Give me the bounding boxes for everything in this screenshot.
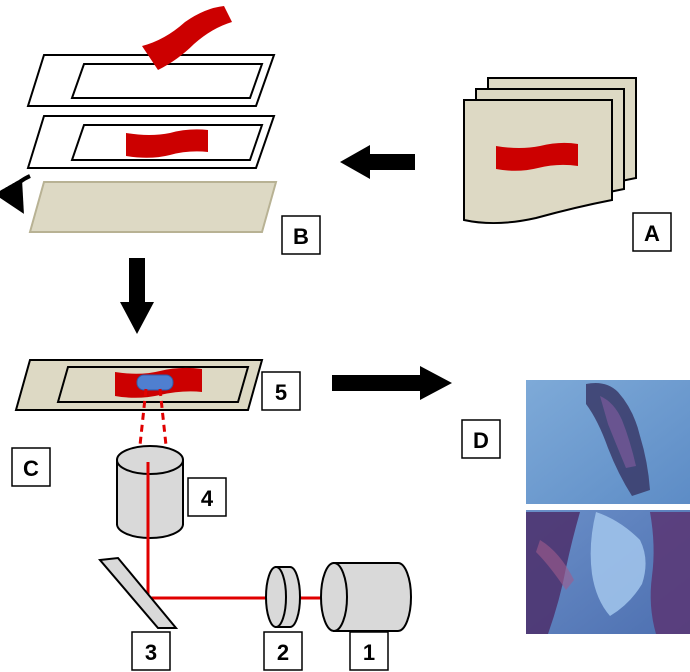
label-box-3: 3 — [131, 631, 171, 671]
tissue-being-placed — [142, 6, 232, 70]
label-box-2: 2 — [263, 631, 303, 671]
panel-a-section-stack — [463, 77, 637, 225]
arrow-left-icon — [340, 145, 415, 179]
focusing-lens — [265, 566, 301, 628]
label-4: 4 — [201, 486, 214, 511]
label-5: 5 — [275, 380, 287, 405]
glass-slide — [28, 181, 278, 233]
label-box-c: C — [11, 447, 51, 487]
label-c: C — [23, 456, 39, 481]
label-1: 1 — [363, 640, 375, 665]
tissue-section — [496, 142, 578, 171]
capture-cap — [136, 374, 174, 391]
label-box-5: 5 — [261, 371, 301, 411]
mounted-tissue — [126, 129, 208, 158]
panel-c-lcm-setup — [14, 359, 412, 632]
micrograph-before — [526, 380, 690, 504]
label-box-b: B — [281, 215, 321, 255]
label-b: B — [293, 224, 309, 249]
label-3: 3 — [145, 640, 157, 665]
label-2: 2 — [277, 640, 289, 665]
laser-source — [320, 562, 412, 632]
label-d: D — [473, 428, 489, 453]
label-box-a: A — [632, 212, 672, 252]
micrograph-after — [526, 510, 690, 634]
arrow-down-icon — [120, 258, 154, 334]
label-box-d: D — [461, 419, 501, 459]
curved-flip-arrow-icon — [0, 174, 31, 214]
objective-lens — [116, 445, 184, 539]
dichroic-mirror — [98, 556, 179, 629]
label-box-4: 4 — [187, 477, 227, 517]
label-a: A — [644, 221, 660, 246]
arrow-right-icon — [332, 366, 452, 400]
membrane-window-top — [70, 63, 264, 99]
panel-b-slide-assembly — [0, 6, 278, 233]
label-box-1: 1 — [349, 631, 389, 671]
